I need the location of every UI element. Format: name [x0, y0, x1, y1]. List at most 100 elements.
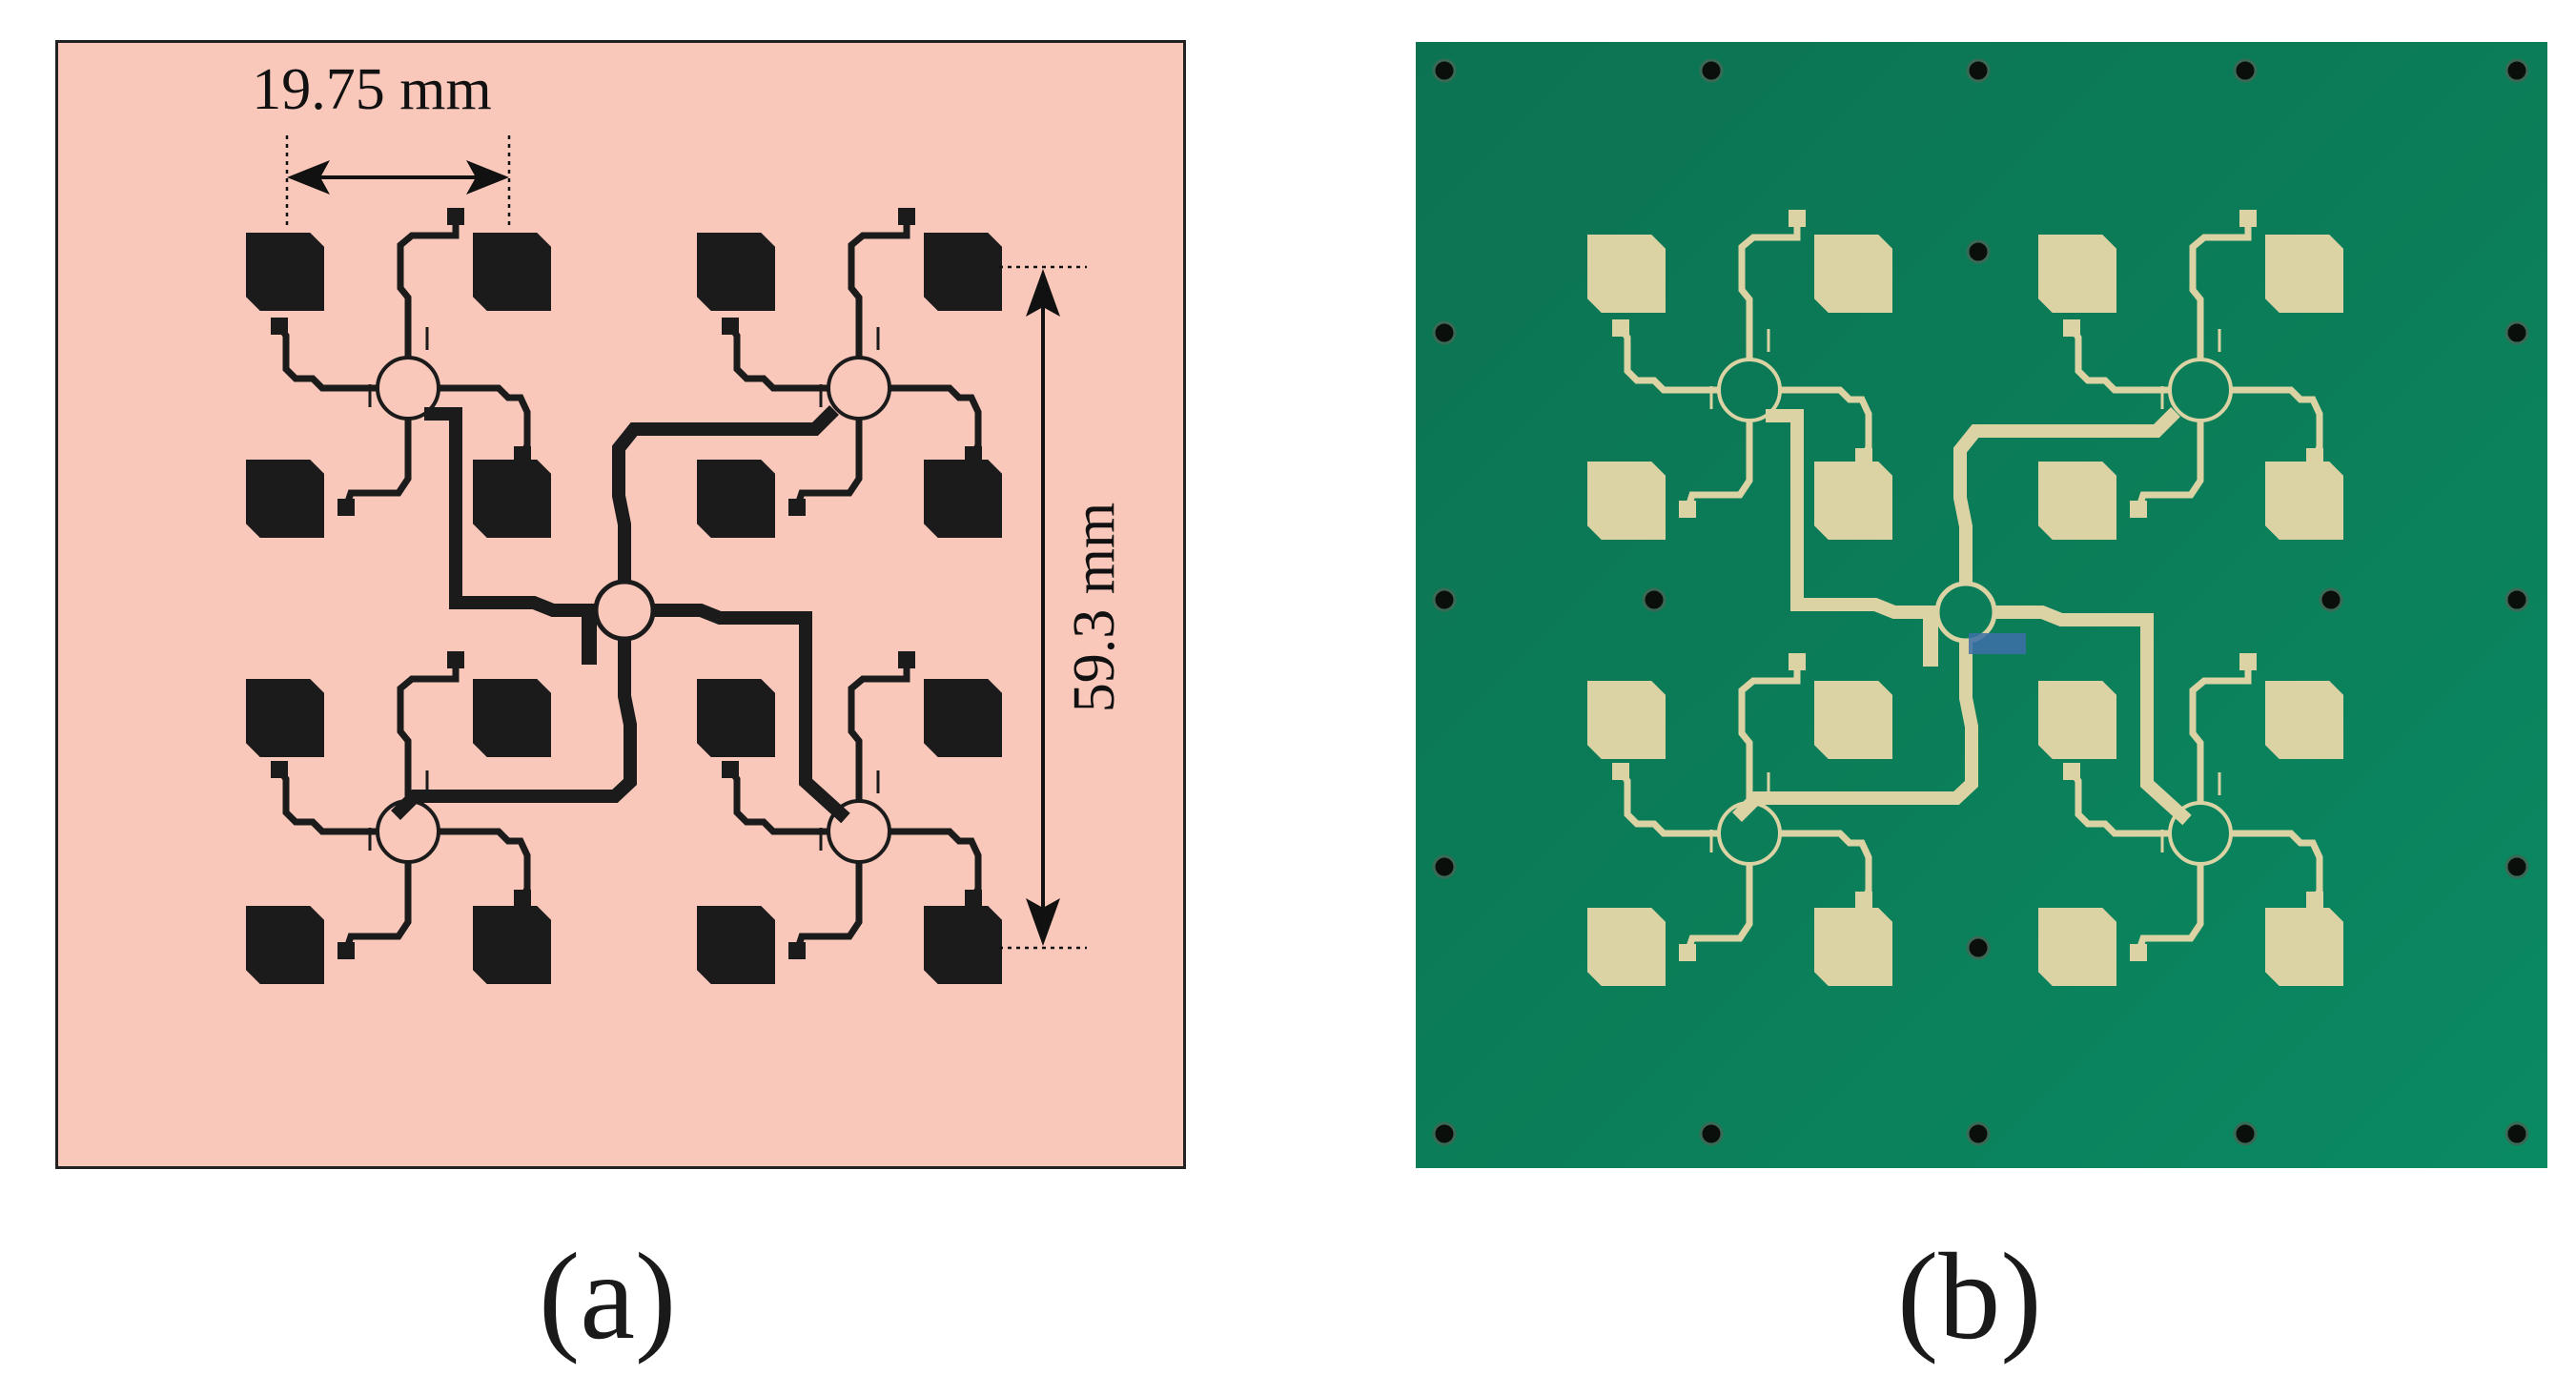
mounting-hole-12 — [1432, 1121, 1457, 1146]
patch-element-q2-4 — [924, 460, 1002, 538]
quadrant-2-branch-4 — [2135, 421, 2204, 511]
quadrant-4-branch-4-pad — [788, 942, 806, 959]
quadrant-4-branch-1-pad — [722, 761, 739, 778]
connector-pad — [1969, 633, 2026, 654]
caption-b: (b) — [1897, 1228, 2042, 1365]
quadrant-1-branch-3 — [439, 384, 531, 457]
copper-patches — [1587, 235, 2343, 986]
patch-element-q2-4 — [2265, 462, 2343, 540]
quadrant-3-branch-1 — [276, 767, 378, 835]
tuning-stub — [1923, 614, 1938, 667]
mounting-hole-16 — [2504, 1121, 2529, 1146]
quadrant-1-branch-3 — [1780, 386, 1872, 459]
quadrant-3-branch-2 — [1738, 662, 1801, 803]
patch-element-q1-4 — [473, 460, 551, 538]
quadrant-1-branch-4-pad — [1679, 501, 1696, 518]
quadrant-2-branch-1 — [727, 323, 828, 392]
quadrant-4-branch-1-pad — [2063, 763, 2080, 780]
patch-element-q3-2 — [473, 679, 551, 757]
quadrant-3-branch-3-pad — [1855, 892, 1872, 909]
quadrant-4-branch-4 — [2135, 864, 2204, 955]
main-feed-line-4 — [391, 639, 637, 820]
quadrant-2-branch-4 — [793, 419, 863, 509]
patch-element-q3-4 — [473, 906, 551, 984]
patch-element-q2-1 — [697, 233, 775, 311]
mounting-hole-6 — [1432, 320, 1457, 345]
fabricated-board — [1416, 42, 2547, 1168]
mounting-hole-7 — [2504, 320, 2529, 345]
patch-element-q4-4 — [924, 906, 1002, 984]
quadrant-2-branch-2 — [848, 216, 910, 358]
dimension-label-height: 59.3 mm — [1062, 503, 1127, 712]
quadrant-1-branch-2 — [397, 216, 460, 358]
patch-element-q1-1 — [246, 233, 324, 311]
quadrant-3-branch-4-pad — [1679, 944, 1696, 961]
quadrant-4-branch-3-pad — [965, 890, 982, 907]
quadrant-1-branch-2 — [1738, 218, 1801, 359]
quadrant-2-branch-4-pad — [2130, 501, 2147, 518]
mounting-hole-11 — [2504, 854, 2529, 879]
mounting-hole-10 — [1432, 854, 1457, 879]
main-feed-line-1 — [424, 407, 598, 617]
quadrant-3-branch-2 — [397, 660, 460, 801]
quadrant-1-branch-1 — [276, 323, 378, 392]
quadrant-3-branch-4-pad — [337, 942, 355, 959]
quadrant-3-branch-4 — [1684, 864, 1753, 955]
quadrant-1-branch-3-pad — [1855, 448, 1872, 465]
patch-element-q2-3 — [2038, 462, 2116, 540]
patch-element-q1-2 — [473, 233, 551, 311]
quadrant-4-branch-4-pad — [2130, 944, 2147, 961]
copper-feed-network — [1612, 210, 2323, 961]
patch-element-q4-3 — [2038, 908, 2116, 986]
quadrant-1-branch-1-pad — [1612, 319, 1629, 337]
patch-element-q3-3 — [246, 906, 324, 984]
main-feed-line-3 — [1993, 606, 2192, 826]
quadrant-2-branch-1-pad — [722, 318, 739, 335]
patch-element-q2-1 — [2038, 235, 2116, 313]
quadrant-2-branch-1 — [2069, 325, 2170, 394]
mounting-hole-5 — [2504, 58, 2529, 83]
mounting-holes — [1432, 58, 2529, 1146]
quadrant-2-branch-2-pad — [2239, 210, 2257, 227]
patch-element-q3-1 — [1587, 681, 1666, 759]
patch-element-q2-2 — [924, 233, 1002, 311]
quadrant-2-branch-3-pad — [965, 446, 982, 463]
patch-element-q3-3 — [1587, 908, 1666, 986]
quadrant-4-branch-2 — [2189, 662, 2252, 803]
main-feed-line-2 — [612, 405, 839, 582]
quadrant-4-branch-2-pad — [898, 651, 915, 668]
layout-schematic: 19.75 mm 59.3 mm — [55, 40, 1186, 1169]
main-feed-line-3 — [651, 604, 850, 824]
patch-element-q4-4 — [2265, 908, 2343, 986]
mounting-hole-17 — [1966, 239, 1991, 264]
quadrant-2-branch-4-pad — [788, 499, 806, 516]
dimension-annotations: 19.75 mm 59.3 mm — [252, 57, 1127, 950]
patch-element-q3-1 — [246, 679, 324, 757]
quadrant-3-branch-3 — [439, 828, 531, 900]
arrow-down-icon — [1026, 898, 1060, 946]
quadrant-3-branch-1 — [1618, 769, 1719, 837]
patch-element-q1-3 — [246, 460, 324, 538]
mounting-hole-18 — [1642, 587, 1666, 612]
quadrant-4-branch-1 — [727, 767, 828, 835]
quadrant-4-branch-2 — [848, 660, 910, 801]
quadrant-4-branch-3-pad — [2306, 892, 2323, 909]
caption-a: (a) — [539, 1228, 677, 1365]
quadrant-3-branch-3 — [1780, 830, 1872, 902]
quadrant-4-branch-4 — [793, 862, 863, 953]
patch-element-q3-4 — [1814, 908, 1892, 986]
quadrant-1-branch-4 — [1684, 421, 1753, 511]
mounting-hole-15 — [2233, 1121, 2258, 1146]
mounting-hole-14 — [1966, 1121, 1991, 1146]
main-feed-line-1 — [1766, 409, 1939, 619]
mounting-hole-13 — [1699, 1121, 1724, 1146]
patch-element-q2-3 — [697, 460, 775, 538]
patch-element-q1-1 — [1587, 235, 1666, 313]
patch-element-q4-2 — [924, 679, 1002, 757]
mounting-hole-3 — [1966, 58, 1991, 83]
quadrant-4-branch-3 — [889, 828, 982, 900]
quadrant-3-branch-2-pad — [1789, 653, 1806, 670]
patch-element-q4-1 — [2038, 681, 2116, 759]
quadrant-1-branch-4-pad — [337, 499, 355, 516]
quadrant-1-branch-2-pad — [1789, 210, 1806, 227]
